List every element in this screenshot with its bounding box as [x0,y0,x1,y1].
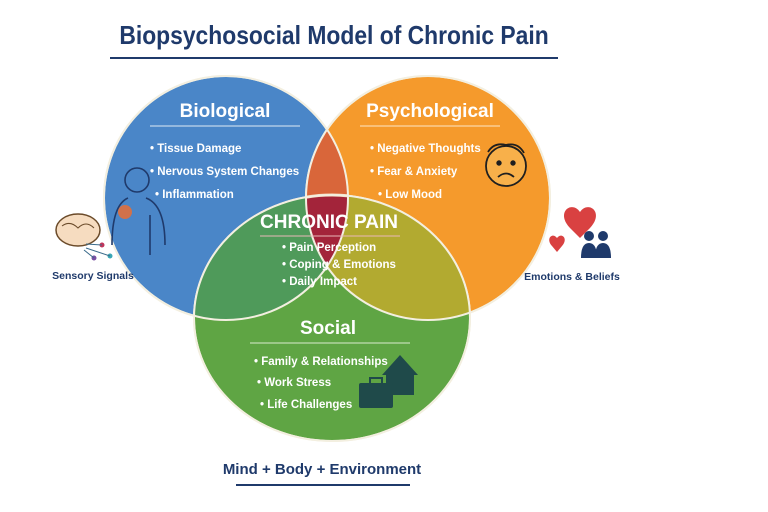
worried-face-icon [485,143,527,187]
page-title: Biopsychosocial Model of Chronic Pain [119,22,548,51]
biological-item: • Nervous System Changes [150,166,299,178]
hearts-people-icon [549,207,611,258]
chronic-pain-item: • Coping & Emotions [282,259,396,271]
psychological-item: • Low Mood [378,189,442,201]
house-briefcase-icon [359,355,418,408]
sensory-signals-label: Sensory Signals [52,270,134,282]
body-pain-icon [111,167,166,255]
social-item: • Work Stress [257,377,331,389]
psychological-item: • Negative Thoughts [370,143,481,155]
emotions-beliefs-label: Emotions & Beliefs [524,271,620,283]
chronic-pain-item: • Daily Impact [282,276,357,288]
social-item: • Life Challenges [260,399,352,411]
chronic-pain-heading: CHRONIC PAIN [260,212,398,233]
social-item: • Family & Relationships [254,356,388,368]
brain-icon [55,213,113,261]
footer-caption: Mind + Body + Environment [223,461,421,478]
biological-item: • Inflammation [155,189,234,201]
chronic-pain-item: • Pain Perception [282,242,376,254]
social-heading: Social [300,318,356,339]
psychological-item: • Fear & Anxiety [370,166,458,178]
psychological-heading: Psychological [366,101,494,122]
biological-heading: Biological [180,101,271,122]
biological-item: • Tissue Damage [150,143,241,155]
